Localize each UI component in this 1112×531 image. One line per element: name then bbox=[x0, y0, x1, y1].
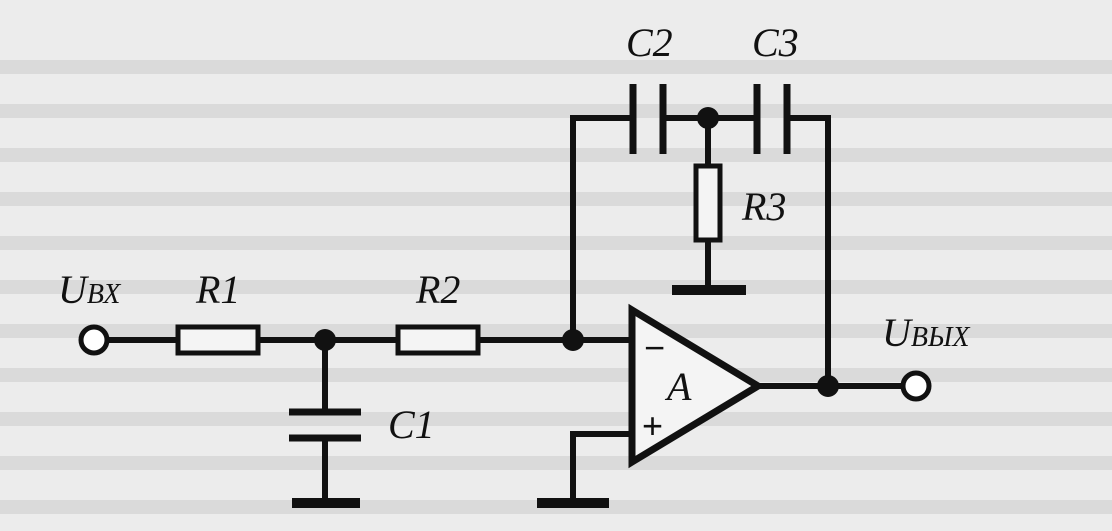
c2-label: C2 bbox=[626, 20, 673, 65]
output-terminal bbox=[900, 370, 932, 402]
wire-feedback-right bbox=[784, 115, 831, 389]
opamp-triangle bbox=[628, 303, 765, 469]
capacitor-c3 bbox=[753, 84, 791, 154]
resistor-r2 bbox=[395, 324, 481, 356]
output-label: UВЫХ bbox=[882, 310, 970, 355]
capacitor-c1 bbox=[289, 408, 361, 442]
wire-feedback-left bbox=[570, 115, 636, 343]
junction-c2-c3 bbox=[697, 107, 719, 129]
opamp-label: A bbox=[664, 364, 692, 409]
junction-inverting bbox=[562, 329, 584, 351]
input-label: UВХ bbox=[58, 267, 121, 312]
r2-label: R2 bbox=[415, 267, 460, 312]
noninverting-input-sign: + bbox=[642, 405, 663, 446]
r1-label: R1 bbox=[195, 267, 240, 312]
wire-noninverting bbox=[570, 431, 633, 503]
resistor-r3 bbox=[693, 163, 723, 243]
capacitor-c2 bbox=[629, 84, 667, 154]
junction-r1-r2 bbox=[314, 329, 336, 351]
r3-label: R3 bbox=[741, 184, 786, 229]
inverting-input-sign: − bbox=[644, 327, 665, 368]
junction-output bbox=[817, 375, 839, 397]
resistor-r1 bbox=[175, 324, 261, 356]
input-terminal bbox=[78, 324, 110, 356]
c1-label: C1 bbox=[388, 402, 435, 447]
c3-label: C3 bbox=[752, 20, 799, 65]
